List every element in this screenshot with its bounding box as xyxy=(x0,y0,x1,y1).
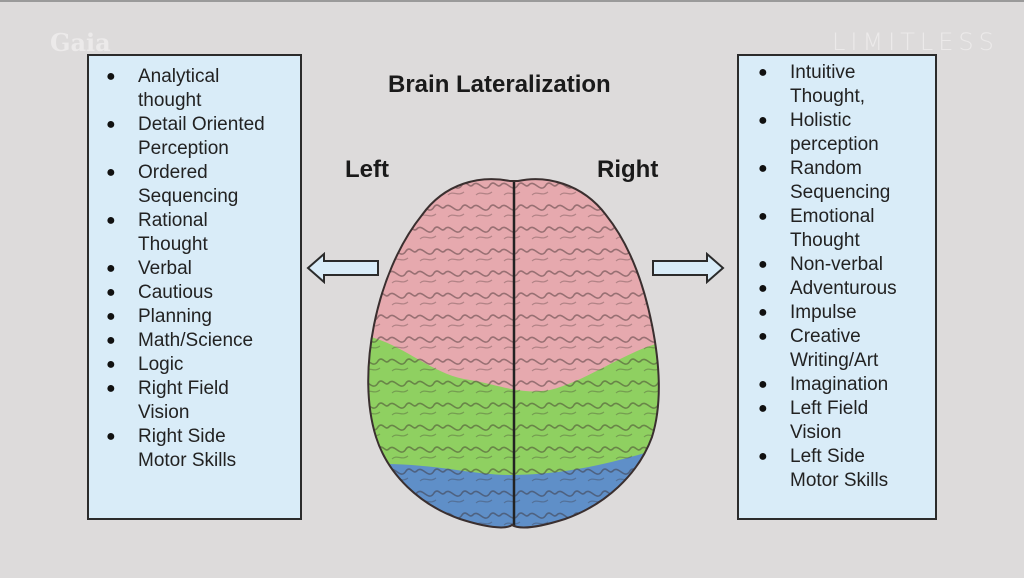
bullet-icon: ● xyxy=(106,164,116,181)
bullet-icon: ● xyxy=(106,116,116,133)
bullet-icon: ● xyxy=(758,400,768,417)
bullet-icon: ● xyxy=(106,212,116,229)
trait-text-line: Writing/Art xyxy=(790,350,879,371)
bullet-icon: ● xyxy=(106,428,116,445)
trait-text-line: Vision xyxy=(790,422,842,443)
diagram-title: Brain Lateralization xyxy=(388,71,611,98)
trait-text-line: Thought xyxy=(138,234,208,255)
trait-text-line: Left Field xyxy=(790,398,869,419)
bullet-icon: ● xyxy=(758,328,768,345)
left-trait-item: ● Analytical thought xyxy=(106,65,300,113)
trait-text-line: thought xyxy=(138,90,202,111)
trait-text-line: Detail Oriented xyxy=(138,114,265,135)
left-arrow-icon xyxy=(306,252,379,284)
bullet-icon: ● xyxy=(106,380,116,397)
trait-text-line: Emotional xyxy=(790,206,875,227)
right-trait-item: ● Holistic perception xyxy=(758,109,935,157)
trait-text-line: Right Side xyxy=(138,426,226,447)
brain-illustration xyxy=(367,178,660,529)
bullet-icon: ● xyxy=(758,280,768,297)
trait-text-line: Left Side xyxy=(790,446,865,467)
trait-text-line: Random xyxy=(790,158,862,179)
left-trait-item: ● Verbal xyxy=(106,257,300,281)
trait-text-line: Sequencing xyxy=(790,182,891,203)
left-trait-item: ● Planning xyxy=(106,305,300,329)
bullet-icon: ● xyxy=(758,256,768,273)
trait-text-line: Creative xyxy=(790,326,861,347)
bullet-icon: ● xyxy=(106,284,116,301)
top-border xyxy=(0,0,1024,2)
bullet-icon: ● xyxy=(106,332,116,349)
trait-text-line: Logic xyxy=(138,354,184,375)
right-arrow-icon xyxy=(652,252,725,284)
right-trait-item: ● Adventurous xyxy=(758,277,935,301)
trait-text-line: Holistic xyxy=(790,110,852,131)
bullet-icon: ● xyxy=(758,448,768,465)
trait-text-line: perception xyxy=(790,134,879,155)
bullet-icon: ● xyxy=(758,112,768,129)
trait-text-line: Rational xyxy=(138,210,208,231)
left-trait-item: ● Logic xyxy=(106,353,300,377)
bullet-icon: ● xyxy=(106,260,116,277)
trait-text-line: Impulse xyxy=(790,302,857,323)
gaia-watermark: Gaia xyxy=(50,28,111,57)
bullet-icon: ● xyxy=(106,308,116,325)
bullet-icon: ● xyxy=(758,64,768,81)
trait-text-line: Vision xyxy=(138,402,190,423)
trait-text-line: Cautious xyxy=(138,282,213,303)
trait-text-line: Adventurous xyxy=(790,278,897,299)
trait-text-line: Perception xyxy=(138,138,229,159)
right-trait-item: ● Non-verbal xyxy=(758,253,935,277)
trait-text-line: Thought xyxy=(790,230,860,251)
trait-text-line: Right Field xyxy=(138,378,229,399)
left-trait-item: ● Cautious xyxy=(106,281,300,305)
right-label: Right xyxy=(597,156,659,183)
limitless-watermark: LIMITLESS xyxy=(832,28,999,56)
trait-text-line: Imagination xyxy=(790,374,889,395)
bullet-icon: ● xyxy=(758,160,768,177)
trait-text-line: Planning xyxy=(138,306,212,327)
bullet-icon: ● xyxy=(758,304,768,321)
trait-text-line: Intuitive xyxy=(790,62,856,83)
bullet-icon: ● xyxy=(758,208,768,225)
trait-text-line: Math/Science xyxy=(138,330,254,351)
trait-text-line: Verbal xyxy=(138,258,192,279)
right-trait-item: ● Imagination xyxy=(758,373,935,397)
bullet-icon: ● xyxy=(106,356,116,373)
left-label: Left xyxy=(345,156,389,183)
left-trait-item: ● Math/Science xyxy=(106,329,300,353)
trait-text-line: Non-verbal xyxy=(790,254,883,275)
trait-text-line: Analytical xyxy=(138,66,220,87)
bullet-icon: ● xyxy=(758,376,768,393)
trait-text-line: Ordered xyxy=(138,162,208,183)
trait-text-line: Sequencing xyxy=(138,186,239,207)
bullet-icon: ● xyxy=(106,68,116,85)
trait-text-line: Thought, xyxy=(790,86,865,107)
trait-text-line: Motor Skills xyxy=(138,450,237,471)
right-trait-item: ● Impulse xyxy=(758,301,935,325)
trait-text-line: Motor Skills xyxy=(790,470,889,491)
